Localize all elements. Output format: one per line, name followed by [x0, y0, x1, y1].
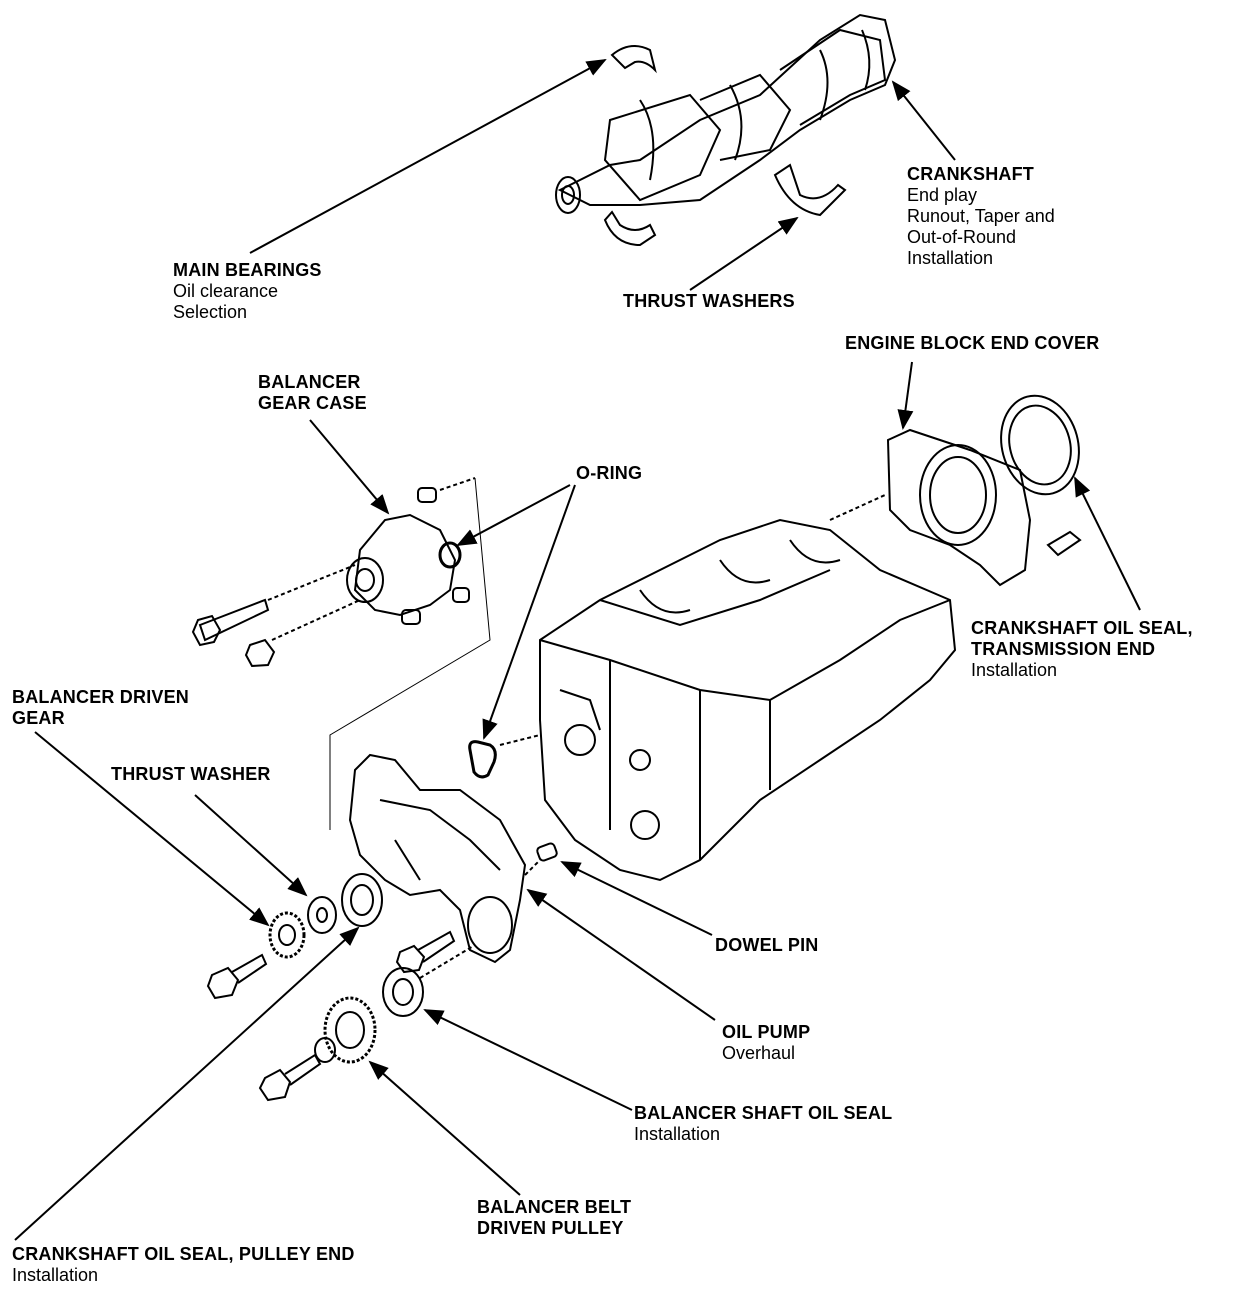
callout-title: ENGINE BLOCK END COVER	[845, 333, 1100, 353]
callout-title: OIL PUMP	[722, 1022, 811, 1042]
callout-title: THRUST WASHER	[111, 764, 271, 784]
crankshaft-oil-seal-pulley-end-part	[341, 873, 383, 927]
callout-sub: Installation	[634, 1124, 721, 1144]
callout-crankshaft-oil-seal-pulley-end: CRANKSHAFT OIL SEAL, PULLEY END Installa…	[12, 1244, 355, 1286]
crankshaft-part	[555, 13, 897, 214]
main-bearing-upper	[610, 45, 657, 74]
callout-engine-block-end-cover: ENGINE BLOCK END COVER	[845, 333, 1099, 354]
callout-oil-pump: OIL PUMP Overhaul	[722, 1022, 810, 1064]
callout-sub: Overhaul	[722, 1043, 796, 1063]
engine-block-part	[539, 518, 957, 882]
crankshaft-oil-seal-transmission-end-part	[1000, 394, 1080, 496]
thrust-washer-upper	[773, 163, 847, 217]
balancer-driven-gear-bolt	[206, 953, 268, 1000]
balancer-driven-gear-part	[268, 911, 306, 959]
callout-title: MAIN BEARINGS	[173, 260, 322, 280]
balancer-gear-case-bolt	[191, 598, 270, 647]
callout-title: O-RING	[576, 463, 643, 483]
callout-sub: Installation	[971, 660, 1058, 680]
callout-crankshaft-oil-seal-transmission-end: CRANKSHAFT OIL SEAL, TRANSMISSION END In…	[971, 618, 1193, 681]
pulley-bolt	[258, 1053, 322, 1102]
callout-sub: Out-of-Round	[907, 227, 1017, 247]
dowel-pin-part	[536, 842, 558, 862]
callout-title: BALANCER	[258, 372, 361, 392]
callout-balancer-shaft-oil-seal: BALANCER SHAFT OIL SEAL Installation	[634, 1103, 892, 1145]
callout-sub: Installation	[907, 248, 994, 268]
o-ring-part	[468, 740, 497, 779]
callout-title: CRANKSHAFT OIL SEAL,	[971, 618, 1193, 638]
callout-title: BALANCER DRIVEN	[12, 687, 190, 707]
main-bearing-lower	[603, 210, 657, 247]
callout-sub: Oil clearance	[173, 281, 279, 301]
callout-thrust-washers: THRUST WASHERS	[623, 291, 795, 312]
balancer-gear-case-nut	[244, 638, 276, 668]
callout-title: GEAR	[12, 708, 65, 728]
balancer-shaft-oil-seal-part	[382, 967, 424, 1017]
callout-main-bearings: MAIN BEARINGS Oil clearance Selection	[173, 260, 322, 323]
callout-title: GEAR CASE	[258, 393, 367, 413]
callout-sub: Selection	[173, 302, 248, 322]
callout-sub: Runout, Taper and	[907, 206, 1055, 226]
callout-title: CRANKSHAFT	[907, 164, 1034, 184]
callout-sub: End play	[907, 185, 978, 205]
callout-title: DOWEL PIN	[715, 935, 819, 955]
callout-thrust-washer: THRUST WASHER	[111, 764, 271, 785]
callout-dowel-pin: DOWEL PIN	[715, 935, 818, 956]
oil-pump-bolt	[395, 930, 456, 974]
callout-title: TRANSMISSION END	[971, 639, 1156, 659]
callout-title: DRIVEN PULLEY	[477, 1218, 624, 1238]
thrust-washer-part	[307, 896, 337, 934]
callout-sub: Installation	[12, 1265, 99, 1285]
callout-title: CRANKSHAFT OIL SEAL, PULLEY END	[12, 1244, 355, 1264]
balancer-gear-case-part	[346, 487, 470, 625]
engine-block-end-cover-part	[886, 428, 1032, 587]
callout-title: BALANCER BELT	[477, 1197, 632, 1217]
callout-o-ring: O-RING	[576, 463, 642, 484]
callout-balancer-driven-gear: BALANCER DRIVEN GEAR	[12, 687, 189, 729]
callout-title: BALANCER SHAFT OIL SEAL	[634, 1103, 893, 1123]
balancer-belt-driven-pulley-part	[323, 996, 377, 1064]
oil-pump-part	[348, 753, 527, 964]
callout-balancer-gear-case: BALANCER GEAR CASE	[258, 372, 367, 414]
callout-title: THRUST WASHERS	[623, 291, 795, 311]
callout-balancer-belt-driven-pulley: BALANCER BELT DRIVEN PULLEY	[477, 1197, 631, 1239]
callout-crankshaft: CRANKSHAFT End play Runout, Taper and Ou…	[907, 164, 1055, 269]
